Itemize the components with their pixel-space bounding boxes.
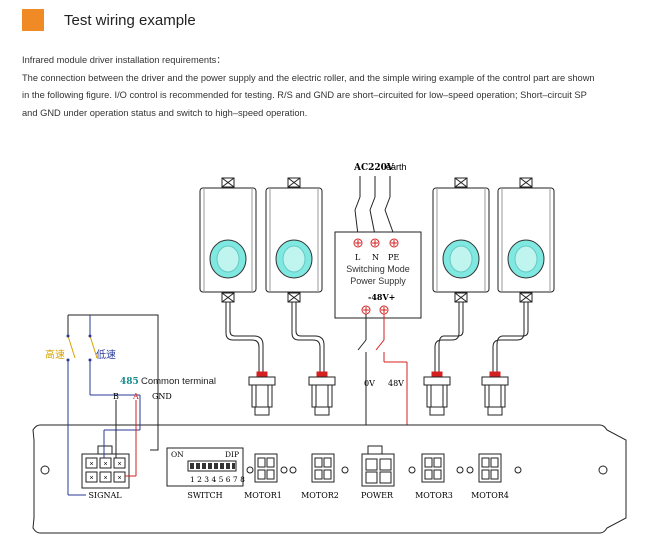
pin-b-label: B — [113, 392, 119, 401]
motor-plug-4 — [481, 371, 509, 416]
port-label-power: POWER — [361, 491, 394, 500]
control-wiring — [67, 314, 159, 496]
sensor-module-3 — [432, 177, 490, 303]
sensor-module-2 — [265, 177, 323, 303]
motor-plug-3 — [423, 371, 451, 416]
v48-label: 48V — [388, 379, 404, 388]
sensor-module-1 — [199, 177, 257, 303]
common-terminal-label: Common terminal — [141, 376, 216, 387]
low-speed-label: 低速 — [96, 348, 116, 361]
mount-hole-right — [598, 465, 608, 475]
motor2-connector — [289, 453, 349, 483]
port-label-signal: SIGNAL — [88, 491, 122, 500]
description-heading: Infrared module driver installation requ… — [22, 55, 226, 65]
psu-dc-label: -48V+ — [368, 292, 395, 302]
num-485-label: 485 — [120, 377, 139, 387]
dip-label: DIP — [225, 450, 239, 459]
ov-label: 0V — [364, 379, 375, 388]
psu-terminal-screws — [353, 238, 399, 248]
psu-title-line-1: Switching Mode — [346, 264, 410, 274]
wiring-diagram: AC220V earth L N PE Switching Mode Power… — [32, 162, 627, 534]
description-line-1: The connection between the driver and th… — [22, 72, 595, 83]
page-title: Test wiring example — [64, 11, 196, 29]
psu-terminal-pe: PE — [388, 253, 399, 262]
svg-text:×: × — [103, 475, 107, 482]
dip-switch — [166, 447, 244, 487]
pin-gnd-label: GND — [152, 392, 172, 401]
svg-text:×: × — [117, 461, 121, 468]
svg-text:×: × — [89, 475, 93, 482]
dip-on-label: ON — [171, 450, 184, 459]
pin-a-label: A — [132, 392, 139, 401]
description-line-3: and GND under operation status and switc… — [22, 107, 308, 118]
svg-text:×: × — [103, 461, 107, 468]
section-header: Test wiring example — [22, 9, 196, 31]
motor-plug-2 — [308, 371, 336, 416]
switch-contact-dots — [66, 334, 92, 362]
ac-input-wires — [354, 176, 395, 236]
port-label-motor1: MOTOR1 — [244, 491, 282, 500]
port-label-motor3: MOTOR3 — [415, 491, 453, 500]
port-label-switch: SWITCH — [187, 491, 222, 500]
earth-label: earth — [386, 162, 407, 172]
svg-text:×: × — [89, 461, 93, 468]
port-label-motor2: MOTOR2 — [301, 491, 339, 500]
high-speed-label: 高速 — [45, 348, 65, 361]
orange-square-icon — [22, 9, 44, 31]
description-line-2: in the following figure. I/O control is … — [22, 90, 587, 100]
description: Infrared module driver installation requ… — [22, 52, 632, 122]
motor1-connector — [246, 453, 288, 483]
psu-title-line-2: Power Supply — [350, 276, 406, 286]
dip-numbers: 1 2 3 4 5 6 7 8 — [190, 475, 245, 484]
svg-text:×: × — [117, 475, 121, 482]
sensor-module-4 — [497, 177, 555, 303]
mount-hole-left — [40, 465, 50, 475]
psu-terminal-l: L — [355, 253, 361, 262]
ac-label: AC220V — [353, 163, 395, 173]
motor-plug-1 — [248, 371, 276, 416]
power-connector — [361, 445, 395, 487]
motor3-connector — [408, 453, 464, 483]
motor-cables — [225, 302, 529, 372]
port-label-motor4: MOTOR4 — [471, 491, 509, 500]
motor4-connector — [466, 453, 522, 483]
psu-terminal-n: N — [372, 253, 379, 262]
signal-connector: × × × × × × — [81, 445, 130, 489]
